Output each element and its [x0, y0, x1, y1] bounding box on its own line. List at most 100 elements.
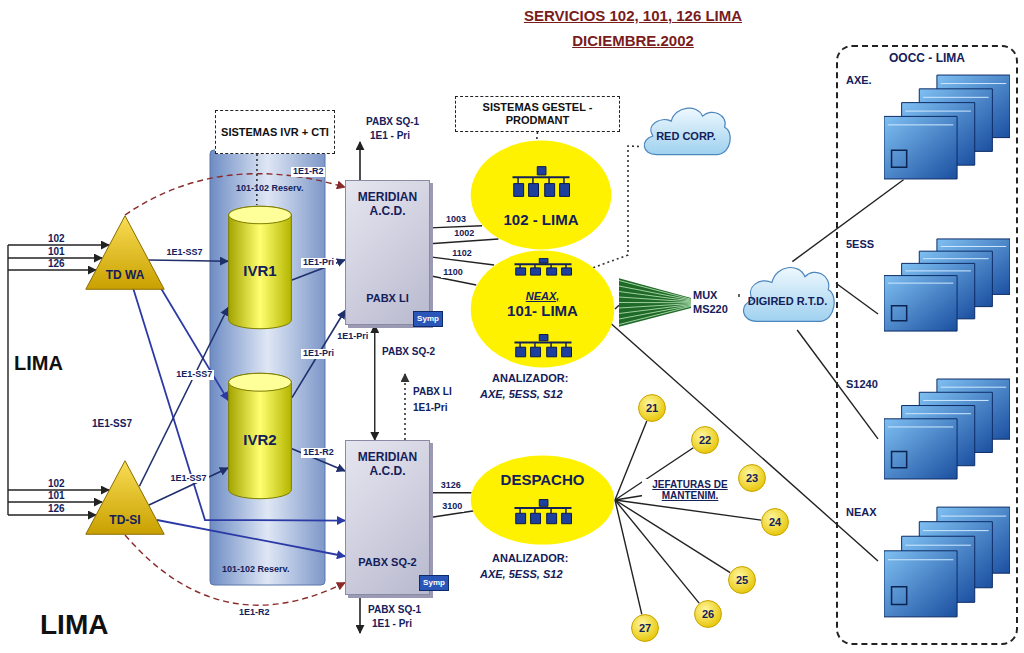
- label-anchor: 1E1-R2: [237, 608, 272, 618]
- label-anchor: 1E1-SS7: [165, 248, 205, 258]
- exchange-rack-icon: [884, 506, 1010, 618]
- terminal-icon: [512, 499, 574, 525]
- link-label: 1E1-SS7: [165, 248, 205, 258]
- exchange-stack: NEAX: [844, 502, 1014, 620]
- node-text: TD WA: [106, 269, 145, 282]
- label-anchor: PABX SQ-1: [366, 116, 419, 127]
- label-anchor: SERVICIOS 102, 101, 126 LIMA: [524, 8, 742, 25]
- node-text: DIGIRED R.T.D.: [748, 295, 827, 308]
- link-label: PABX SQ-1: [368, 604, 421, 615]
- node-text: 26: [702, 608, 714, 620]
- label-anchor: 3100: [440, 502, 464, 512]
- label-anchor: PABX SQ-2: [382, 346, 435, 357]
- label-anchor: 1E1-Pri: [335, 332, 370, 342]
- connector: [536, 132, 538, 140]
- node-text: SISTEMAS IVR + CTI: [221, 126, 329, 139]
- connector: [149, 260, 228, 261]
- link-label: 1102: [450, 249, 474, 259]
- ivr-cylinder: IVR1: [228, 205, 292, 330]
- maintenance-circle: 25: [728, 566, 756, 594]
- label-anchor: JEFATURAS DE MANTENIM.: [642, 479, 738, 501]
- label-anchor: LIMA: [12, 352, 65, 374]
- exchange-region: OOCC - LIMAAXE.5ESSS1240NEAX: [836, 45, 1018, 645]
- link-label: 1002: [452, 229, 476, 239]
- label-anchor: 1E1-SS7: [174, 370, 214, 380]
- label-anchor: 3126: [439, 481, 463, 491]
- link-label: 1E1 - Pri: [372, 618, 412, 629]
- label-anchor: 1E1 - Pri: [372, 618, 412, 629]
- service-ellipse: DESPACHO: [470, 455, 615, 545]
- label-anchor: 1002: [452, 229, 476, 239]
- node-text: Symp: [417, 315, 439, 323]
- link-label: 1E1-Pri: [301, 258, 336, 268]
- maintenance-circle: 22: [691, 426, 719, 454]
- note: 101-102 Reserv.: [222, 565, 289, 575]
- terminal-icon: [512, 334, 574, 358]
- connector: [149, 468, 228, 505]
- node-text: S1240: [846, 378, 878, 390]
- exchange-stack: 5ESS: [844, 234, 1014, 334]
- label-anchor: 1E1-Pri: [413, 402, 447, 413]
- trunk-switch: TD WA: [85, 215, 165, 290]
- link-label: 1E1-SS7: [168, 474, 208, 484]
- label-anchor: 101-102 Reserv.: [236, 184, 303, 194]
- node-text: RED CORP.: [656, 130, 716, 143]
- node-text: PABX LI: [366, 292, 409, 304]
- analyzer-label: ANALIZADOR:: [492, 552, 568, 564]
- label-anchor: 1E1-R2: [291, 167, 326, 177]
- connector: [615, 500, 761, 520]
- terminal-icon: [510, 166, 572, 198]
- label-anchor: 1E1-R2: [301, 448, 336, 458]
- connector: [792, 180, 903, 262]
- label-anchor: 1E1-SS7: [92, 418, 132, 429]
- connector: [615, 305, 619, 309]
- link-label: PABX LI: [413, 386, 452, 397]
- maintenance-circle: 27: [631, 614, 659, 642]
- node-text: 23: [746, 472, 758, 484]
- label-anchor: 1E1-Pri: [301, 349, 336, 359]
- link-label: 1E1-SS7: [92, 418, 132, 429]
- service-ellipse: NEAX,101- LIMA: [470, 250, 615, 368]
- symp-box: Symp: [413, 311, 443, 327]
- connector: [256, 154, 258, 205]
- label-anchor: 1003: [444, 215, 468, 225]
- node-text: TD-SI: [109, 514, 140, 527]
- link-label: 1E1-Pri: [413, 402, 447, 413]
- analyzer-label: AXE, 5ESS, S12: [480, 568, 563, 580]
- network-cloud: RED CORP.: [640, 100, 732, 162]
- connector: [125, 535, 345, 605]
- service-number: 102: [48, 478, 65, 489]
- node-text: SISTEMAS GESTEL - PRODMANT: [460, 101, 615, 126]
- node-text: 5ESS: [846, 238, 874, 250]
- connector: [139, 308, 228, 487]
- analyzer-label: AXE, 5ESS, S12: [480, 388, 563, 400]
- connector: [125, 174, 345, 215]
- connector: [430, 226, 482, 228]
- system-box: SISTEMAS IVR + CTI: [215, 110, 335, 154]
- diagram-subtitle: DICIEMBRE.2002: [572, 33, 694, 50]
- connector: [430, 492, 471, 493]
- ivr-cylinder: IVR2: [228, 372, 292, 500]
- label-anchor: 101: [48, 490, 65, 501]
- service-number: 126: [48, 503, 65, 514]
- link-label: 1E1 - Pri: [370, 130, 410, 141]
- group-label: JEFATURAS DE MANTENIM.: [642, 479, 738, 501]
- label-anchor: AXE, 5ESS, S12: [480, 568, 563, 580]
- node-text: IVR1: [243, 262, 276, 279]
- connector: [738, 294, 739, 297]
- analyzer-label: ANALIZADOR:: [492, 372, 568, 384]
- exchange-rack-icon: [884, 378, 1010, 480]
- node-text: MUX MS220: [693, 289, 737, 315]
- connector: [615, 500, 730, 573]
- node-text: 27: [639, 622, 651, 634]
- label-anchor: 1E1 - Pri: [370, 130, 410, 141]
- node-text: IVR2: [243, 431, 276, 448]
- link-label: 1E1-SS7: [174, 370, 214, 380]
- label-anchor: PABX LI: [413, 386, 452, 397]
- shape-outline: [739, 258, 836, 330]
- connector: [430, 239, 498, 244]
- service-ellipse: 102 - LIMA: [470, 140, 612, 250]
- service-number: 101: [48, 246, 65, 257]
